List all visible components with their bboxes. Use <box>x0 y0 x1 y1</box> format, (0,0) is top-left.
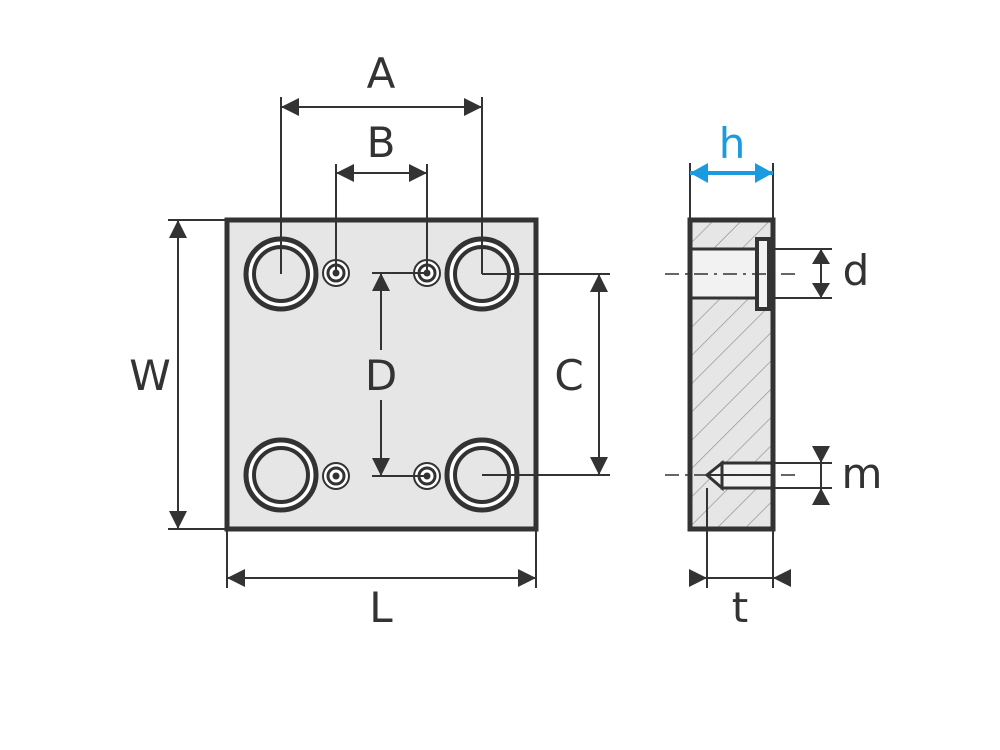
label-d: D <box>365 351 397 400</box>
dimension-d-small <box>769 248 832 299</box>
label-t: t <box>732 583 748 632</box>
dimension-h <box>689 163 774 220</box>
dimension-m <box>773 446 832 505</box>
small-hole-bottom-left <box>322 462 350 490</box>
label-l: L <box>369 583 393 632</box>
label-a: A <box>367 49 396 98</box>
front-view: A B C D <box>129 49 610 632</box>
dimension-t <box>689 488 791 588</box>
section-outline <box>687 217 776 532</box>
large-hole-bottom-left <box>243 437 319 513</box>
label-b: B <box>367 118 396 167</box>
dimension-b <box>335 164 428 273</box>
label-m: m <box>842 449 883 498</box>
dimension-a <box>280 97 483 274</box>
dimension-d <box>372 272 427 477</box>
dimension-c <box>482 273 610 476</box>
label-c: C <box>554 351 583 400</box>
dimension-w <box>168 219 227 530</box>
label-h: h <box>719 119 746 168</box>
label-w: W <box>129 351 171 400</box>
dimension-l <box>226 529 537 588</box>
side-view: h d m t <box>665 119 882 632</box>
label-d-small: d <box>843 246 870 295</box>
